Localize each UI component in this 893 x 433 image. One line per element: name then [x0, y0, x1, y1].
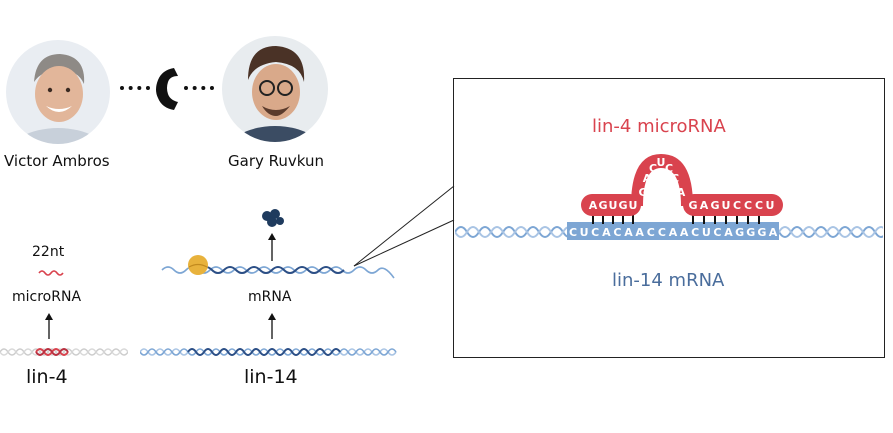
mirna-right-arm: [683, 194, 783, 216]
mrna-base: C: [647, 226, 655, 239]
scientist-name-ambros: Victor Ambros: [4, 152, 110, 170]
lin4-gene-label: lin-4: [26, 366, 68, 388]
mirna-base: G: [638, 186, 647, 199]
mrna-base: A: [602, 226, 611, 239]
mirna-base: A: [589, 199, 598, 212]
mrna-base: G: [735, 226, 744, 239]
mirna-left-arm: [581, 194, 641, 216]
portrait-victor-ambros: [6, 40, 110, 144]
mirna-loop: [631, 154, 693, 206]
mrna-base: A: [669, 226, 678, 239]
mirna-base: G: [688, 199, 697, 212]
mrna-base: C: [658, 226, 666, 239]
mirna-base: A: [643, 172, 652, 185]
arrow-lin4: [43, 312, 55, 344]
zoom-connector: [353, 185, 455, 267]
portrait-gary-ruvkun: [222, 36, 328, 142]
mirna-length-label: 22nt: [32, 244, 65, 260]
ribosome-icon: [186, 254, 210, 280]
mrna-base: A: [624, 226, 633, 239]
mrna-base: C: [591, 226, 599, 239]
lin4-gene-dna: [0, 344, 129, 363]
mirna-base: U: [766, 199, 775, 212]
mrna-title: lin-14 mRNA: [612, 270, 725, 291]
mirna-base: U: [722, 199, 731, 212]
mirna-base: G: [710, 199, 719, 212]
arrow-protein: [266, 232, 278, 266]
phone-icon: [152, 66, 182, 112]
arrow-lin14: [266, 312, 278, 344]
mirna-base: C: [744, 199, 752, 212]
mrna-base: U: [580, 226, 589, 239]
mrna-base: U: [702, 226, 711, 239]
mirna-base: A: [700, 199, 709, 212]
mrna-base: A: [769, 226, 778, 239]
mirna-base: U: [609, 199, 618, 212]
protein-icon: [258, 208, 288, 234]
scientist-name-ruvkun: Gary Ruvkun: [228, 152, 324, 170]
mirna-base: C: [649, 162, 657, 175]
lin14-gene-label: lin-14: [244, 366, 298, 388]
mrna-base: G: [746, 226, 755, 239]
mirna-base: U: [657, 156, 666, 169]
mirna-squiggle: [38, 263, 64, 282]
mrna-base: A: [680, 226, 689, 239]
mirna-base: C: [733, 199, 741, 212]
mrna-base: G: [757, 226, 766, 239]
dotted-line-left: [120, 86, 150, 90]
mrna-product-label: mRNA: [248, 289, 292, 305]
mirna-base: C: [665, 162, 673, 175]
dotted-line-right: [184, 86, 214, 90]
mrna-base: C: [713, 226, 721, 239]
mirna-base: G: [598, 199, 607, 212]
mirna-base: G: [618, 199, 627, 212]
mrna-bar: [567, 222, 779, 240]
mirna-base: A: [677, 186, 686, 199]
mirna-base: C: [671, 172, 679, 185]
mirna-product-label: microRNA: [12, 289, 82, 305]
lin14-gene-dna: [139, 344, 400, 363]
mirna-base: U: [629, 199, 638, 212]
mrna-base: A: [635, 226, 644, 239]
mirna-base: C: [755, 199, 763, 212]
mrna-base: A: [724, 226, 733, 239]
mirna-title: lin-4 microRNA: [592, 116, 726, 137]
zoom-panel: [453, 78, 885, 358]
mrna-base: C: [691, 226, 699, 239]
mrna-base: C: [613, 226, 621, 239]
mrna-base: C: [569, 226, 577, 239]
